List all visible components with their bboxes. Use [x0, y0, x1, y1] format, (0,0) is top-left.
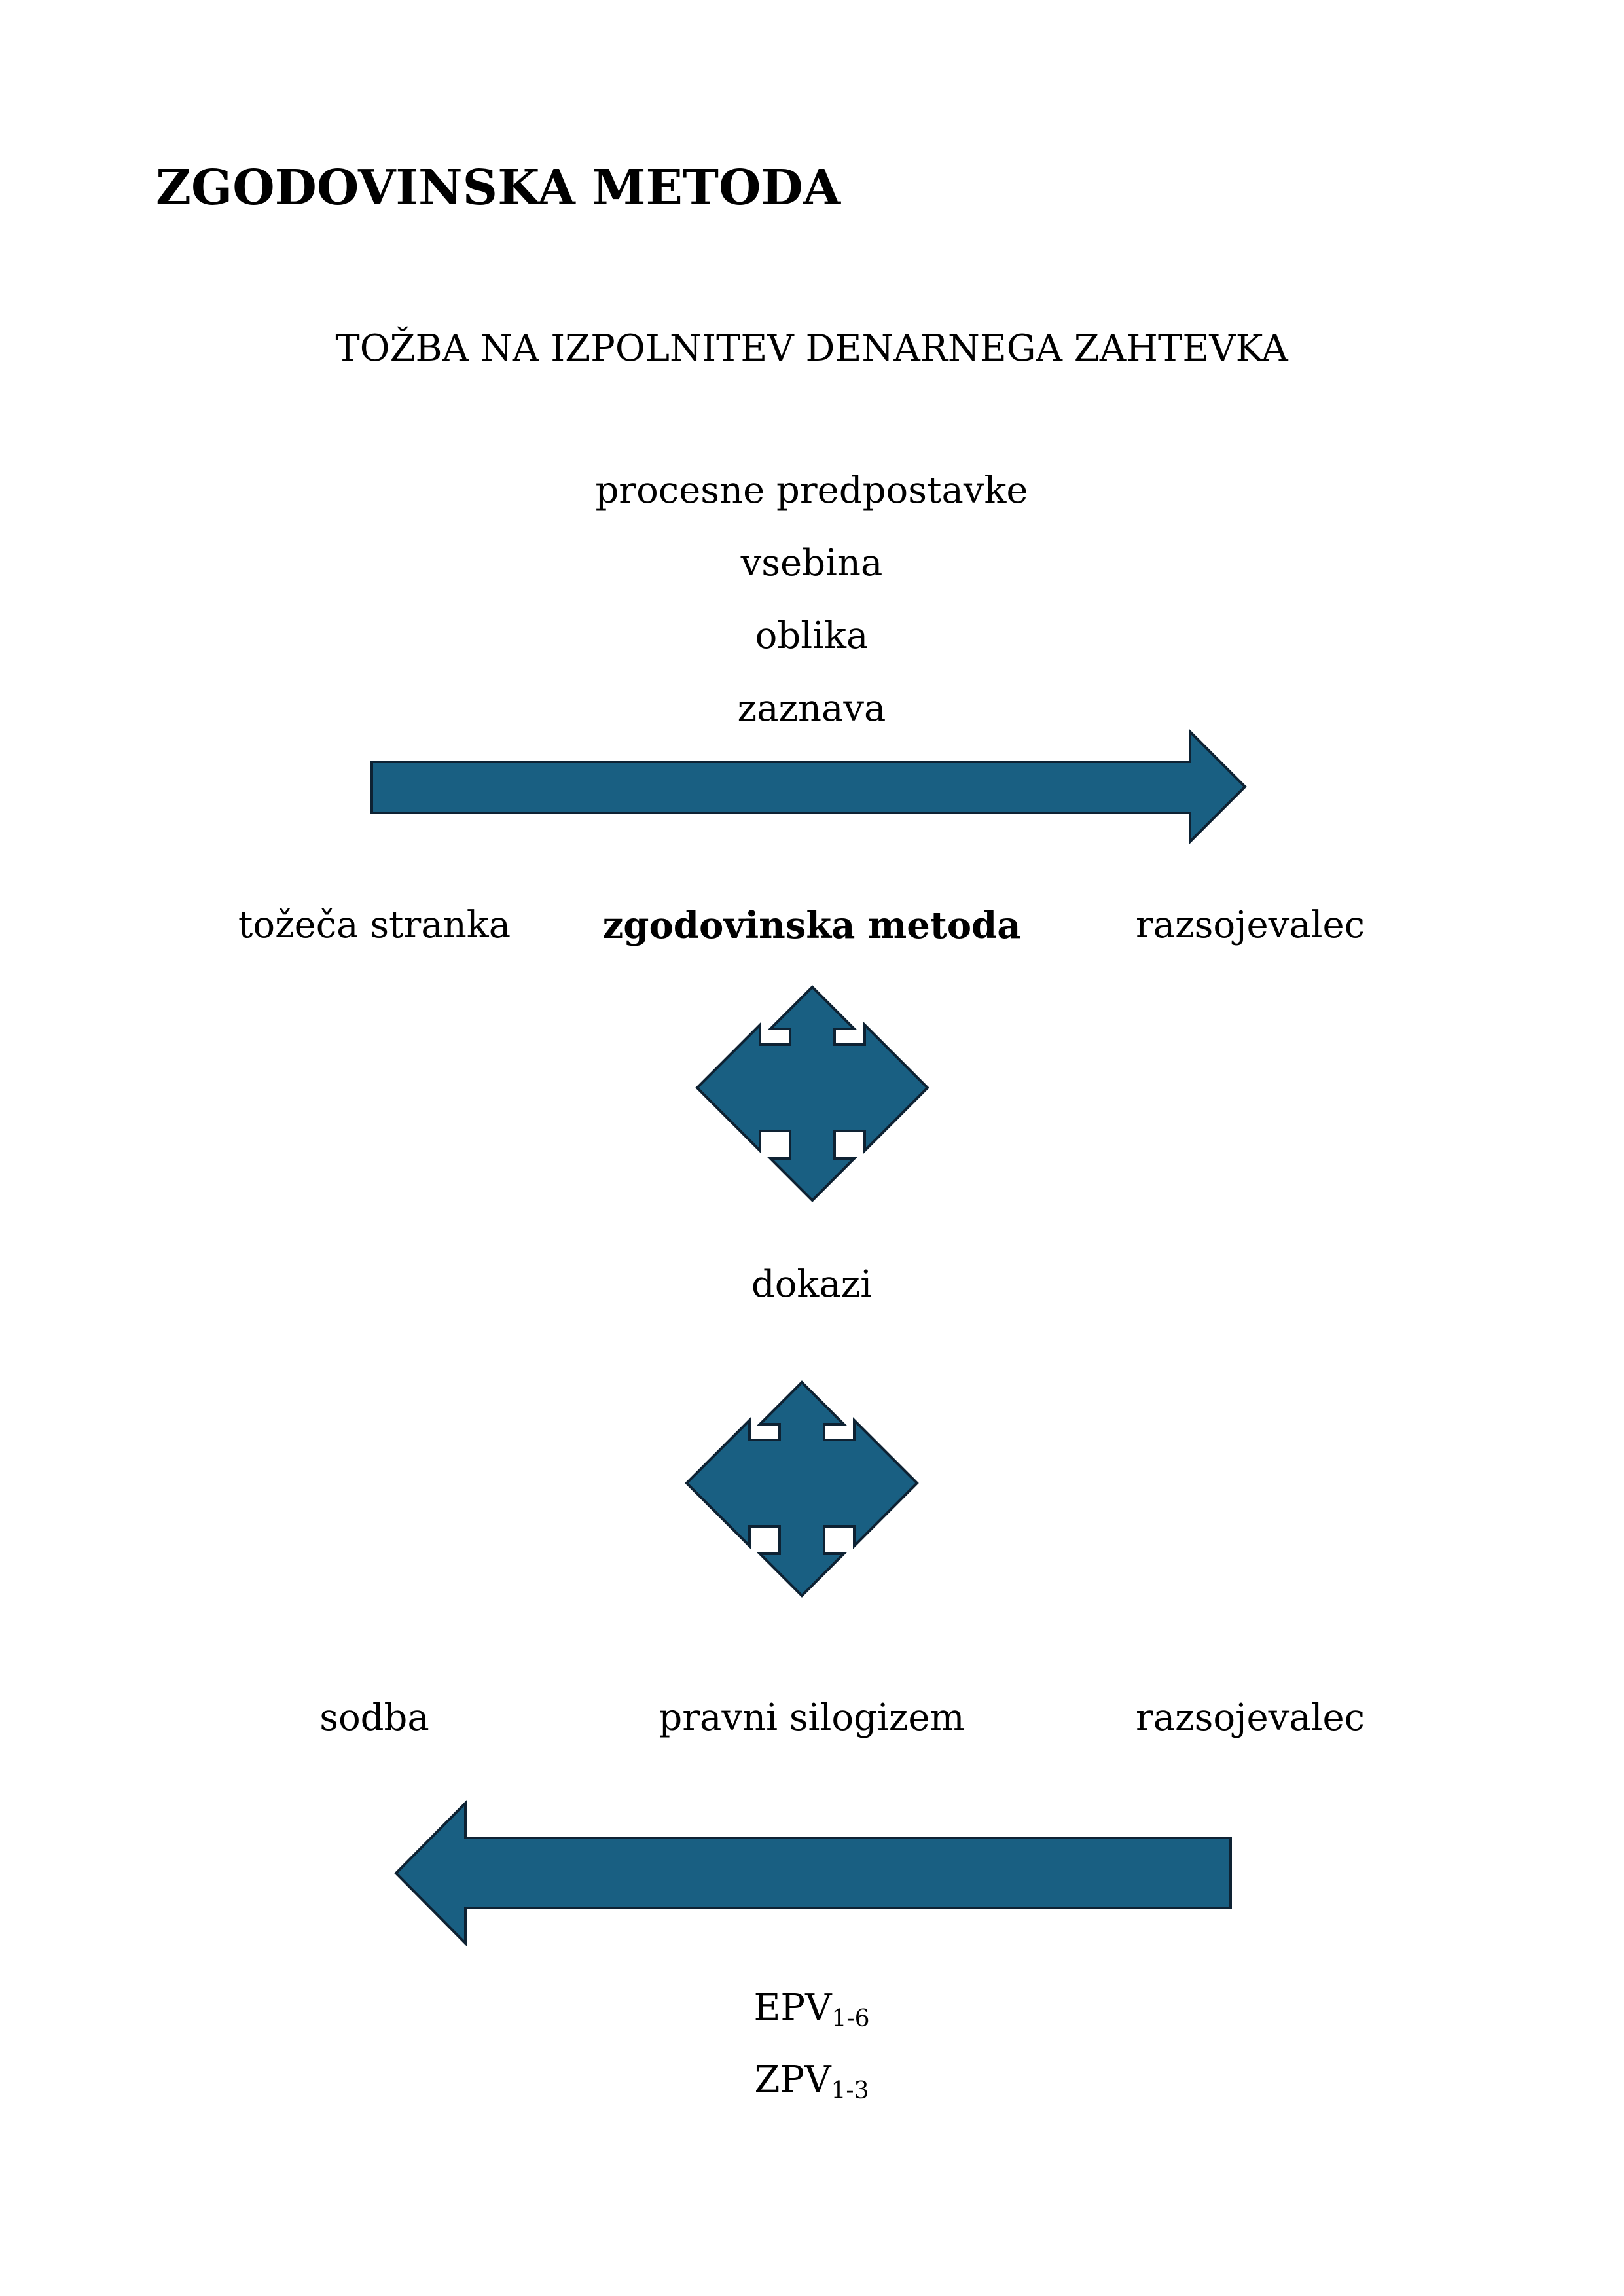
label-sodba: sodba [319, 1696, 429, 1739]
label-pravni-silogizem: pravni silogizem [659, 1696, 965, 1739]
page-title: ZGODOVINSKA METODA [156, 160, 841, 216]
top-item-oblika: oblika [755, 615, 869, 657]
label-tozeca-stranka: tožeča stranka [238, 904, 511, 946]
label-razsojevalec-2: razsojevalec [1135, 1696, 1365, 1739]
label-zpv: ZPV1-3 [754, 2058, 869, 2104]
top-item-procesne-predpostavke: procesne predpostavke [595, 469, 1028, 512]
top-item-zaznava: zaznava [737, 687, 886, 730]
label-razsojevalec-1: razsojevalec [1135, 904, 1365, 946]
label-dokazi: dokazi [751, 1263, 873, 1306]
label-epv: EPV1-6 [753, 1986, 870, 2032]
left-arrow [394, 1800, 1232, 1946]
four-way-arrow-upper [695, 985, 929, 1202]
label-zgodovinska-metoda: zgodovinska metoda [602, 904, 1021, 947]
right-arrow [370, 728, 1247, 845]
subtitle: TOŽBA NA IZPOLNITEV DENARNEGA ZAHTEVKA [335, 327, 1288, 370]
four-way-arrow-lower [685, 1380, 919, 1598]
top-item-vsebina: vsebina [740, 542, 883, 584]
